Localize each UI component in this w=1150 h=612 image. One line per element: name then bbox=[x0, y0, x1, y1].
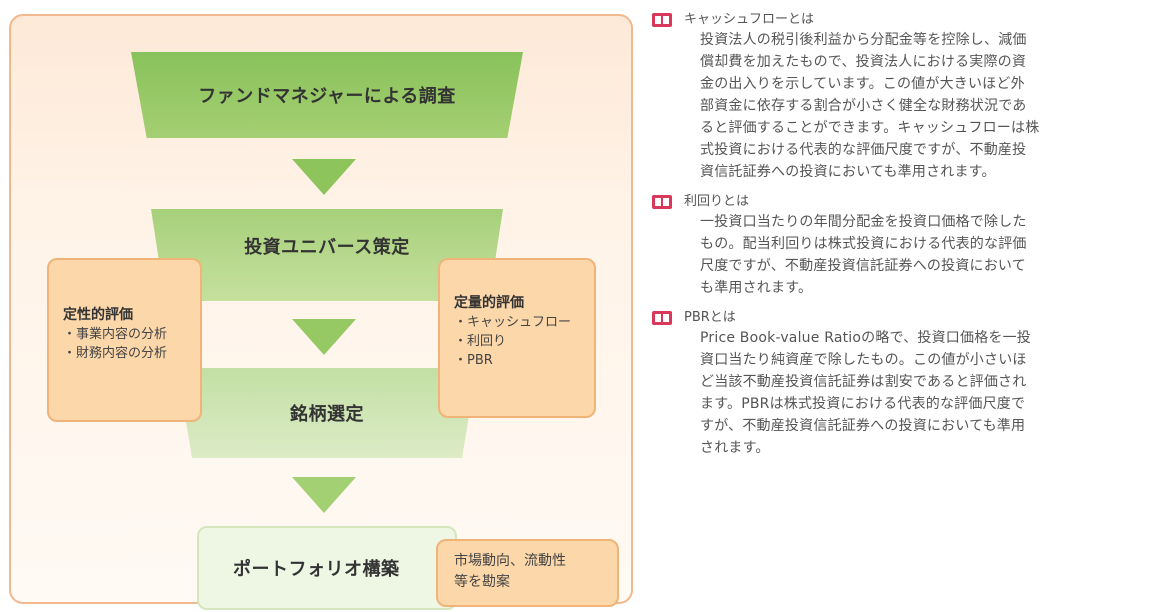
definition-line: 投資法人の税引後利益から分配金等を控除し、減価 bbox=[700, 32, 1027, 48]
definition-line: すが、不動産投資信託証券への投資においても準用 bbox=[700, 418, 1026, 434]
flow-panel: ファンドマネジャーによる調査 投資ユニバース策定 銘柄選定 ポートフォリオ構築 … bbox=[9, 14, 633, 610]
definition-line: 資信託証券への投資においても準用されます。 bbox=[700, 164, 996, 180]
step-stock-selection: 銘柄選定 bbox=[177, 368, 477, 458]
qualitative-evaluation-box: 定性的評価 ・事業内容の分析 ・財務内容の分析 bbox=[47, 258, 202, 422]
definition-line: 部資金に依存する割合が小さく健全な財務状況であ bbox=[700, 98, 1027, 114]
quantitative-evaluation-box: 定量的評価 ・キャッシュフロー ・利回り ・PBR bbox=[438, 258, 596, 418]
definition-line: 尺度ですが、不動産投資信託証券への投資において bbox=[700, 258, 1026, 274]
step-investment-universe: 投資ユニバース策定 bbox=[151, 209, 503, 301]
quantitative-item: ・キャッシュフロー bbox=[454, 315, 572, 330]
definitions-column: キャッシュフローとは 投資法人の税引後利益から分配金等を控除し、減価 償却費を加… bbox=[652, 10, 1142, 468]
definition-line: 一投資口当たりの年間分配金を投資口価格で除した bbox=[700, 214, 1027, 230]
market-consideration-box: 市場動向、流動性 等を勘案 bbox=[436, 539, 619, 607]
quantitative-item: ・利回り bbox=[454, 334, 507, 349]
definition-title: PBRとは bbox=[684, 310, 736, 325]
down-arrow-icon bbox=[292, 159, 356, 195]
book-icon bbox=[652, 13, 672, 27]
definition-title: キャッシュフローとは bbox=[684, 12, 815, 27]
definition-cash-flow: キャッシュフローとは 投資法人の税引後利益から分配金等を控除し、減価 償却費を加… bbox=[652, 10, 1142, 183]
definition-line: 式投資における代表的な評価尺度ですが、不動産投 bbox=[700, 142, 1027, 158]
step-portfolio-construction: ポートフォリオ構築 bbox=[197, 526, 457, 610]
definition-line: ど当該不動産投資信託証券は割安であると評価され bbox=[700, 374, 1027, 390]
book-icon bbox=[652, 195, 672, 209]
qualitative-title: 定性的評価 bbox=[63, 307, 133, 323]
definition-line: 資口当たり純資産で除したもの。この値が小さいほ bbox=[700, 352, 1027, 368]
quantitative-item: ・PBR bbox=[454, 353, 493, 368]
qualitative-item: ・財務内容の分析 bbox=[63, 346, 168, 361]
definition-line: もの。配当利回りは株式投資における代表的な評価 bbox=[700, 236, 1027, 252]
step-fund-manager-research: ファンドマネジャーによる調査 bbox=[131, 52, 523, 138]
definition-line: ます。PBRは株式投資における代表的な評価尺度で bbox=[700, 396, 1026, 412]
definition-title: 利回りとは bbox=[684, 194, 750, 209]
definition-line: ると評価することができます。キャッシュフローは株 bbox=[700, 120, 1040, 136]
definition-line: されます。 bbox=[700, 440, 770, 456]
down-arrow-icon bbox=[292, 477, 356, 513]
book-icon bbox=[652, 311, 672, 325]
definition-line: も準用されます。 bbox=[700, 280, 813, 296]
definition-yield: 利回りとは 一投資口当たりの年間分配金を投資口価格で除した もの。配当利回りは株… bbox=[652, 192, 1142, 299]
definition-body: 一投資口当たりの年間分配金を投資口価格で除した もの。配当利回りは株式投資におけ… bbox=[684, 211, 1142, 299]
market-note-line: 等を勘案 bbox=[454, 574, 510, 590]
quantitative-title: 定量的評価 bbox=[454, 295, 524, 311]
definition-body: 投資法人の税引後利益から分配金等を控除し、減価 償却費を加えたもので、投資法人に… bbox=[684, 29, 1142, 183]
market-note-line: 市場動向、流動性 bbox=[454, 553, 566, 569]
definition-line: 金の出入りを示しています。この値が大きいほど外 bbox=[700, 76, 1025, 92]
definition-line: 償却費を加えたもので、投資法人における実際の資 bbox=[700, 54, 1027, 70]
down-arrow-icon bbox=[292, 319, 356, 355]
definition-line: Price Book-value Ratioの略で、投資口価格を一投 bbox=[700, 330, 1031, 346]
definition-pbr: PBRとは Price Book-value Ratioの略で、投資口価格を一投… bbox=[652, 308, 1142, 459]
definition-body: Price Book-value Ratioの略で、投資口価格を一投 資口当たり… bbox=[684, 327, 1142, 459]
qualitative-item: ・事業内容の分析 bbox=[63, 327, 168, 342]
